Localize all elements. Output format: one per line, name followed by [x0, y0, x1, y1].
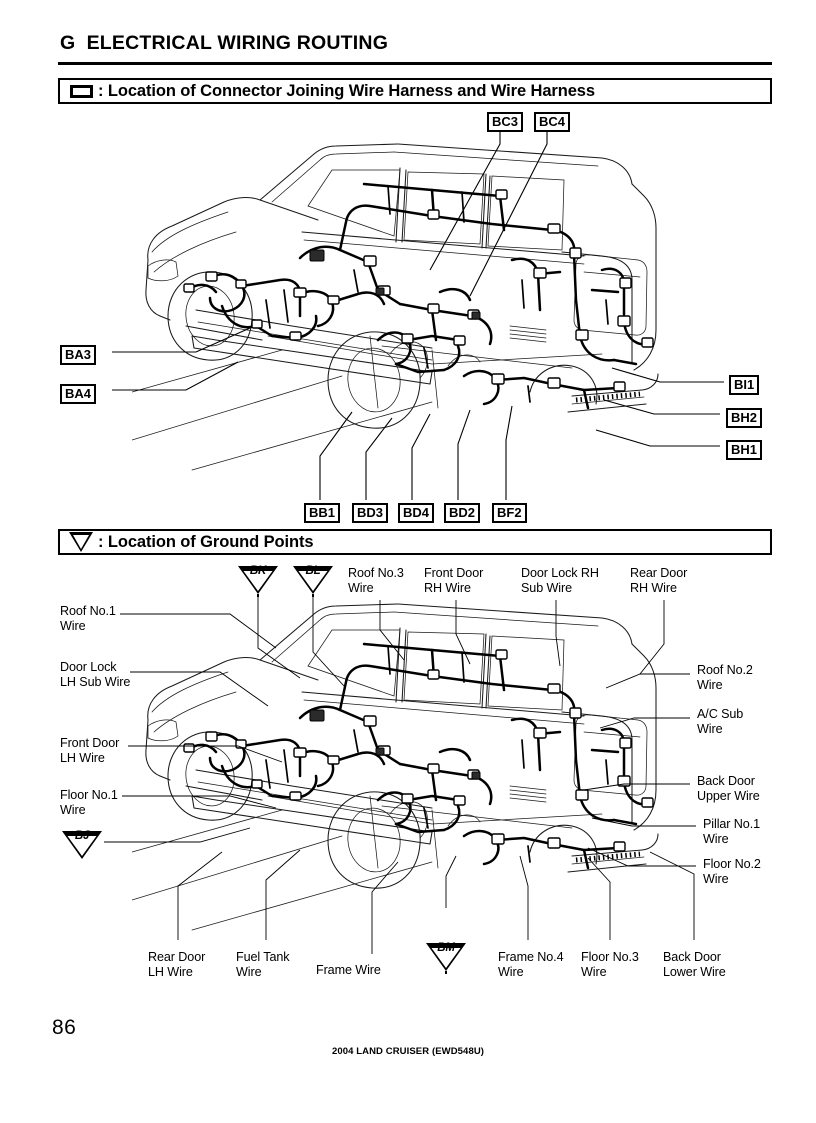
label-pillar-no1-wire: Pillar No.1 Wire [703, 817, 760, 846]
title-divider [58, 62, 772, 65]
inverted-triangle-ground-icon [64, 532, 98, 552]
label-door-lock-lh-sub-wire: Door Lock LH Sub Wire [60, 660, 131, 689]
connector-section-heading: : Location of Connector Joining Wire Har… [98, 81, 595, 100]
label-roof-no1-wire: Roof No.1 Wire [60, 604, 116, 633]
label-back-door-lower-wire: Back Door Lower Wire [663, 950, 726, 979]
connector-code-bb1: BB1 [304, 503, 341, 523]
connector-leader-lines [112, 130, 724, 500]
connector-code-bh2: BH2 [726, 408, 763, 428]
vehicle-wiring-illustration-grounds [132, 600, 702, 950]
label-roof-no2-wire: Roof No.2 Wire [697, 663, 753, 692]
ground-point-bj: BJ [60, 828, 104, 862]
connector-code-bh1: BH1 [726, 440, 763, 460]
rectangle-connector-icon [64, 84, 98, 98]
label-rear-door-rh-wire: Rear Door RH Wire [630, 566, 688, 595]
ground-section-banner: : Location of Ground Points [58, 529, 772, 555]
connector-code-bf2: BF2 [492, 503, 527, 523]
label-back-door-upper-wire: Back Door Upper Wire [697, 774, 760, 803]
connector-code-bd2: BD2 [444, 503, 481, 523]
label-frame-no4-wire: Frame No.4 Wire [498, 950, 564, 979]
connector-code-bc3: BC3 [487, 112, 524, 132]
ground-leader-lines [104, 596, 696, 954]
label-floor-no3-wire: Floor No.3 Wire [581, 950, 639, 979]
label-front-door-rh-wire: Front Door RH Wire [424, 566, 484, 595]
page-number: 86 [52, 1016, 77, 1039]
connector-code-bd3: BD3 [352, 503, 389, 523]
ground-section-heading: : Location of Ground Points [98, 532, 314, 551]
connector-code-ba4: BA4 [60, 384, 97, 404]
label-rear-door-lh-wire: Rear Door LH Wire [148, 950, 206, 979]
document-imprint: 2004 LAND CRUISER (EWD548U) [331, 1046, 485, 1057]
ground-point-bk: BK [236, 563, 280, 597]
label-ac-sub-wire: A/C Sub Wire [697, 707, 744, 736]
vehicle-wiring-illustration-connectors [132, 140, 702, 490]
ground-point-bm: BM [424, 940, 468, 974]
label-front-door-lh-wire: Front Door LH Wire [60, 736, 120, 765]
label-roof-no3-wire: Roof No.3 Wire [348, 566, 404, 595]
label-floor-no2-wire: Floor No.2 Wire [703, 857, 761, 886]
ground-point-bl: BL [291, 563, 335, 597]
label-door-lock-rh-sub-wire: Door Lock RH Sub Wire [521, 566, 599, 595]
connector-code-ba3: BA3 [60, 345, 97, 365]
page-title: G ELECTRICAL WIRING ROUTING [60, 32, 389, 54]
label-floor-no1-wire: Floor No.1 Wire [60, 788, 118, 817]
connector-section-banner: : Location of Connector Joining Wire Har… [58, 78, 772, 104]
connector-code-bd4: BD4 [398, 503, 435, 523]
connector-code-bc4: BC4 [534, 112, 571, 132]
connector-code-bi1: BI1 [729, 375, 760, 395]
label-fuel-tank-wire: Fuel Tank Wire [236, 950, 290, 979]
label-frame-wire: Frame Wire [316, 963, 381, 977]
